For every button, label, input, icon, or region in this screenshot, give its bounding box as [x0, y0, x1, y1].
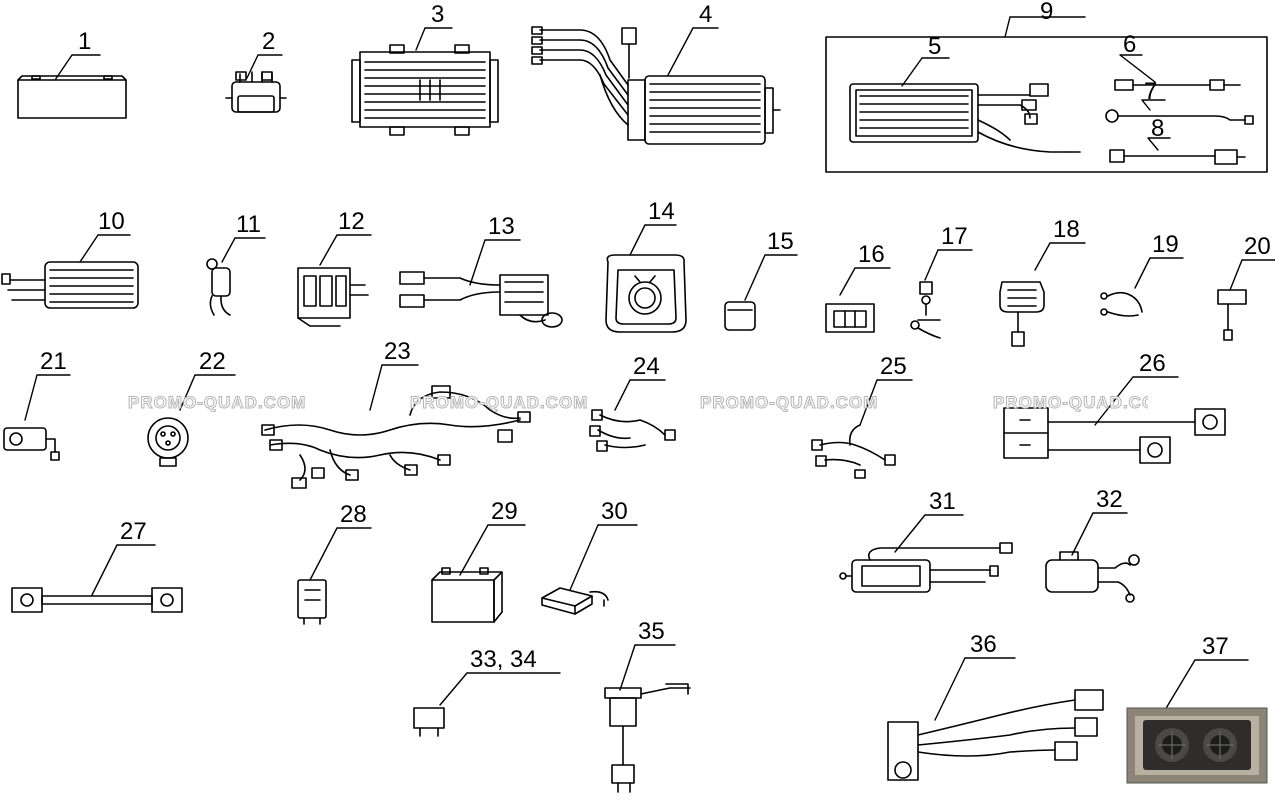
- part-35-socket: [604, 683, 691, 793]
- part-23-main-harness: [261, 385, 531, 489]
- part-14-gauge: [605, 254, 687, 333]
- callout-5: 5: [928, 33, 942, 60]
- callout-30: 30: [601, 498, 628, 525]
- part-10-charger: [1, 261, 139, 309]
- callout-12: 12: [338, 208, 365, 235]
- callout-16: 16: [858, 241, 885, 268]
- callout-23: 23: [384, 338, 411, 365]
- part-37-fan-box-photo: [1126, 707, 1268, 784]
- callout-36: 36: [970, 631, 997, 658]
- part-7-cable: [1105, 109, 1254, 125]
- part-19-cable: [1100, 291, 1143, 317]
- part-3-controller: [351, 44, 499, 136]
- callout-15: 15: [767, 228, 794, 255]
- callout-3: 3: [431, 1, 445, 28]
- callout-25: 25: [880, 353, 907, 380]
- part-18-module: [999, 281, 1045, 347]
- callout-10: 10: [98, 208, 125, 235]
- part-12-switch-block: [297, 267, 369, 327]
- part-6-cable: [1114, 79, 1241, 91]
- part-24-harness: [589, 409, 676, 452]
- callout-26: 26: [1139, 350, 1166, 377]
- callout-2: 2: [262, 28, 276, 55]
- part-8-cable: [1109, 149, 1246, 165]
- callout-27: 27: [120, 518, 147, 545]
- part-26-fan-assembly: [1003, 407, 1226, 464]
- callout-33-34: 33, 34: [470, 646, 537, 673]
- part-32-motor: [1045, 551, 1140, 603]
- callout-18: 18: [1053, 216, 1080, 243]
- part-33-34-fuse: [413, 707, 445, 737]
- part-1-module: [17, 75, 127, 119]
- watermark: PROMO-QUAD.COM: [409, 393, 589, 412]
- callout-1: 1: [78, 28, 92, 55]
- part-28-relay: [297, 579, 327, 625]
- part-31-actuator: [839, 542, 1013, 593]
- callout-19: 19: [1152, 231, 1179, 258]
- part-22-connector: [147, 417, 189, 467]
- callout-28: 28: [340, 501, 367, 528]
- callout-24: 24: [633, 353, 660, 380]
- leader-lines: [24, 16, 1275, 721]
- callout-35: 35: [638, 618, 665, 645]
- callout-14: 14: [648, 198, 675, 225]
- callout-11: 11: [236, 211, 261, 238]
- part-5-controller: [849, 83, 1081, 153]
- part-27-fan-bar: [11, 587, 183, 613]
- watermark: PROMO-QUAD.COM: [699, 393, 879, 412]
- callout-6: 6: [1123, 31, 1137, 58]
- part-15-block: [724, 301, 756, 331]
- callout-8: 8: [1151, 115, 1165, 142]
- part-16-switch: [825, 303, 875, 333]
- callout-32: 32: [1096, 486, 1123, 513]
- part-30-module: [541, 587, 609, 615]
- part-25-harness: [811, 424, 896, 479]
- callout-4: 4: [699, 1, 713, 28]
- watermark-partial: PROMO-QUAD.COM: [993, 393, 1148, 412]
- part-21-sensor: [3, 427, 60, 461]
- callout-9: 9: [1040, 0, 1054, 25]
- part-4-controller: [531, 26, 781, 145]
- callout-37: 37: [1202, 633, 1229, 660]
- callout-29: 29: [491, 498, 518, 525]
- part-20-sensor: [1217, 289, 1247, 341]
- callout-7: 7: [1144, 78, 1158, 105]
- part-29-battery: [431, 567, 503, 623]
- watermark: PROMO-QUAD.COM: [127, 393, 307, 412]
- part-2-solenoid: [225, 71, 287, 113]
- callout-31: 31: [929, 488, 956, 515]
- part-36-harness-switch: [887, 689, 1104, 781]
- part-13-harness: [399, 271, 563, 328]
- callout-21: 21: [40, 348, 67, 375]
- callout-22: 22: [199, 348, 226, 375]
- part-11-sensor: [206, 258, 231, 316]
- group-box: [825, 36, 1268, 173]
- callout-13: 13: [488, 213, 515, 240]
- callout-20: 20: [1244, 233, 1271, 260]
- callout-17: 17: [941, 223, 968, 250]
- part-17-ignition: [910, 281, 941, 339]
